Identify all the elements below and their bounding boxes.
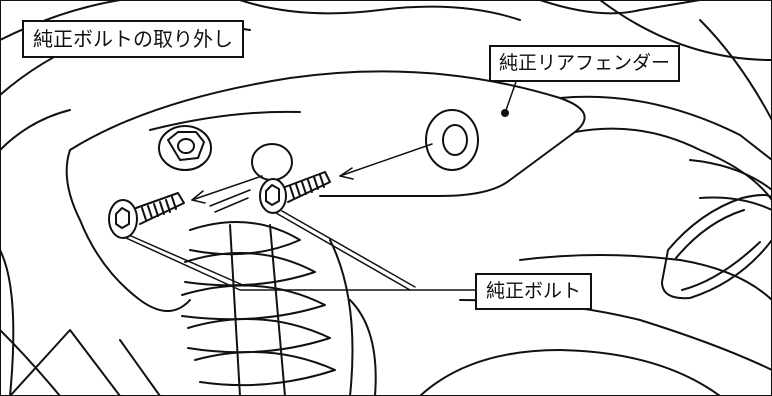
turn-signal [661,194,772,300]
left-bolt [108,192,185,239]
shock-mount [158,125,293,181]
fender-mount-hole [425,109,479,171]
shock-spring [181,221,336,396]
diagram-title: 純正ボルトの取り外し [22,20,244,58]
lower-frame [9,239,377,396]
removal-arrows [191,143,433,213]
leader-lines [125,75,519,291]
rear-fender-shape [65,70,772,312]
bolt-label: 純正ボルト [475,273,593,310]
rear-fender-label: 純正リアフェンダー [489,45,681,82]
right-bolt [259,171,331,214]
